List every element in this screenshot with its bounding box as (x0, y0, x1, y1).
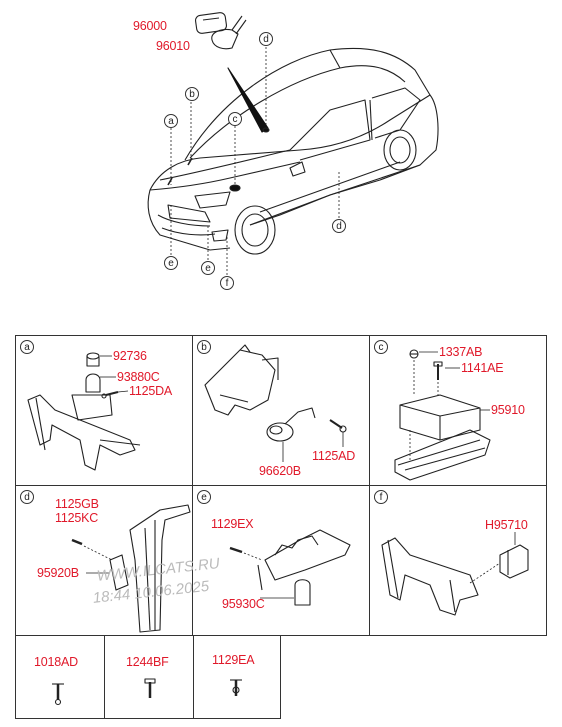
part-number-96000[interactable]: 96000 (133, 19, 167, 33)
cell-1244bf (104, 635, 194, 719)
callout-b[interactable]: b (185, 87, 199, 101)
part-number-1337ab[interactable]: 1337AB (439, 345, 483, 359)
cell-c-drawing (394, 349, 491, 481)
callout-f[interactable]: f (220, 276, 234, 290)
cell-e-drawing (229, 529, 351, 606)
cell-f-drawing (381, 532, 529, 616)
cell-1018ad (15, 635, 105, 719)
cell-1129ea (193, 635, 281, 719)
callout-a[interactable]: a (164, 114, 178, 128)
part-number-h95710[interactable]: H95710 (485, 518, 528, 532)
part-number-95920b[interactable]: 95920B (37, 566, 79, 580)
part-number-1125kc[interactable]: 1125KC (55, 511, 99, 525)
cell-a-drawing (27, 352, 141, 471)
part-number-96620b[interactable]: 96620B (259, 464, 301, 478)
cell-c-letter: c (374, 340, 388, 354)
part-number-1125gb[interactable]: 1125GB (55, 497, 99, 511)
part-number-96010[interactable]: 96010 (156, 39, 190, 53)
cell-a-letter: a (20, 340, 34, 354)
cell-f-letter: f (374, 490, 388, 504)
overview-leaders (170, 47, 340, 275)
key-fob-drawing (194, 12, 247, 50)
callout-e-left[interactable]: e (164, 256, 178, 270)
callout-d-top[interactable]: d (259, 32, 273, 46)
cell-d-letter: d (20, 490, 34, 504)
part-number-95930c[interactable]: 95930C (222, 597, 265, 611)
cell-a: a (15, 335, 193, 486)
cell-d-drawing (71, 504, 191, 633)
part-number-1018ad[interactable]: 1018AD (34, 655, 78, 669)
part-number-95910[interactable]: 95910 (491, 403, 525, 417)
callout-e-right[interactable]: e (201, 261, 215, 275)
part-number-1244bf[interactable]: 1244BF (126, 655, 169, 669)
cell-b-letter: b (197, 340, 211, 354)
part-number-1129ex[interactable]: 1129EX (211, 517, 254, 531)
part-number-1129ea[interactable]: 1129EA (212, 653, 255, 667)
part-number-93880c[interactable]: 93880C (117, 370, 160, 384)
bolt-drawings (52, 678, 242, 706)
cell-e-letter: e (197, 490, 211, 504)
car-overview-drawing (147, 47, 439, 255)
part-number-1125ad[interactable]: 1125AD (312, 449, 356, 463)
part-number-1141ae[interactable]: 1141AE (461, 361, 504, 375)
callout-c[interactable]: c (228, 112, 242, 126)
part-number-92736[interactable]: 92736 (113, 349, 147, 363)
part-number-1125da[interactable]: 1125DA (129, 384, 173, 398)
cell-f: f (369, 485, 547, 636)
callout-d-side[interactable]: d (332, 219, 346, 233)
cell-b-drawing (204, 344, 347, 462)
